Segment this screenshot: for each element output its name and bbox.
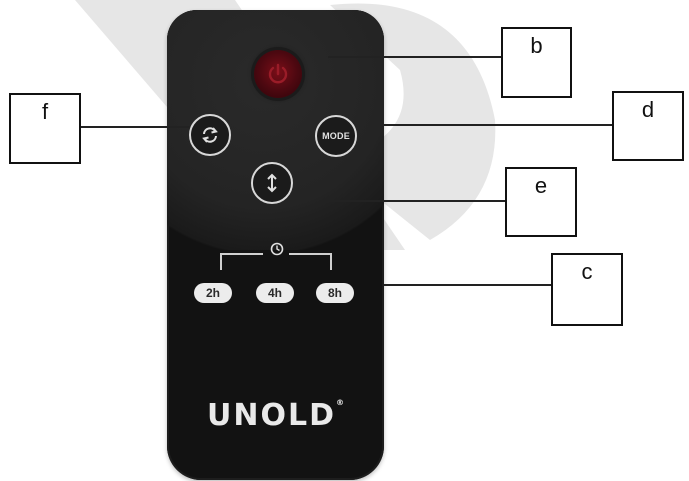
registered-mark: ® [336,398,344,407]
timer-2h-button[interactable]: 2h [194,283,232,303]
swing-button[interactable] [189,114,231,156]
timer-4h-button[interactable]: 4h [256,283,294,303]
brand-logo: UNOLD® [167,398,384,433]
callout-label-f: f [9,93,81,164]
callout-label-b: b [501,27,572,98]
height-adjust-button[interactable] [251,162,293,204]
callout-label-d: d [612,91,684,161]
timer-bracket [220,253,332,270]
clock-icon [270,242,284,256]
timer-8h-button[interactable]: 8h [316,283,354,303]
power-icon [268,63,288,84]
remote-control: MODE 2h 4h 8h UNOLD® [167,10,384,480]
callout-label-e: e [505,167,577,237]
callout-label-c: c [551,253,623,326]
brand-name: UNOLD [207,398,336,433]
swing-icon [202,127,218,143]
mode-button-label: MODE [322,131,350,141]
mode-button[interactable]: MODE [315,115,357,157]
power-button[interactable] [254,50,302,98]
height-adjust-icon [267,173,277,193]
